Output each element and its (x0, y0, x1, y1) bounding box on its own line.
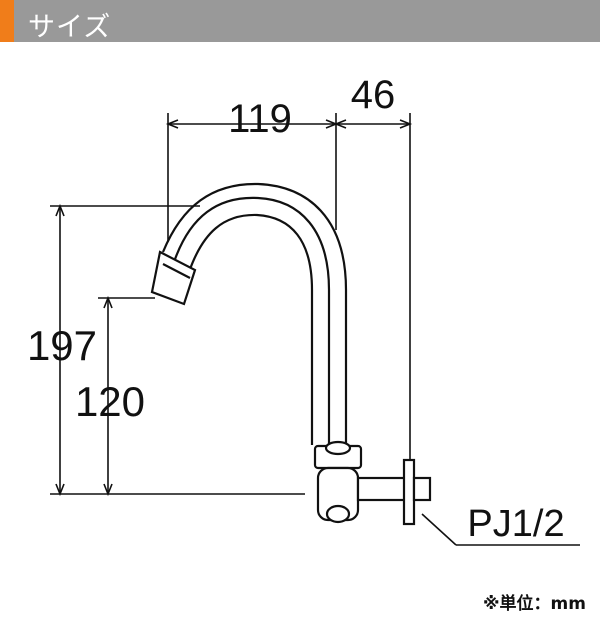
handle-cap (324, 440, 352, 456)
section-title: サイズ (28, 12, 112, 43)
faucet-dimension-drawing: 119 46 197 120 PJ1/2 (27, 73, 580, 546)
header-accent-bar (0, 0, 14, 42)
arrow-spout-top (103, 295, 113, 309)
handle-base (325, 504, 351, 524)
gooseneck-pipe (172, 196, 331, 445)
wall-flange (402, 458, 416, 526)
connector-pipe (356, 476, 410, 502)
faucet-body (150, 182, 432, 526)
thread-end (412, 476, 432, 502)
nozzle-ring (162, 263, 191, 279)
unit-note: ※単位：mm (483, 594, 586, 614)
total-height-label: 197 (27, 322, 97, 369)
reach-label: 119 (228, 97, 292, 141)
thread-leader-line (421, 513, 457, 546)
base-depth-label: 46 (351, 73, 396, 117)
section-header: サイズ (0, 0, 600, 43)
spout-height-label: 120 (75, 378, 145, 425)
pipe-outer-curve (161, 182, 348, 291)
thread-label: PJ1/2 (467, 503, 564, 545)
arrow-top (55, 203, 65, 217)
